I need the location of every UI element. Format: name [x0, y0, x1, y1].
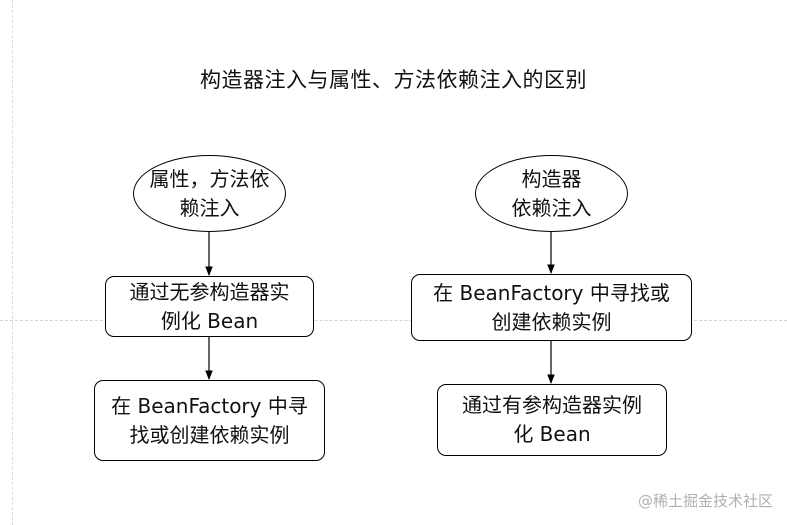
right-start-label: 构造器 依赖注入	[511, 166, 592, 220]
horizontal-guide-line	[0, 320, 787, 321]
watermark: @稀土掘金技术社区	[637, 492, 773, 510]
right-start-node: 构造器 依赖注入	[475, 155, 628, 232]
left-step2-label: 在 BeanFactory 中寻 找或创建依赖实例	[111, 393, 308, 447]
left-step1-node: 通过无参构造器实 例化 Bean	[105, 276, 314, 337]
right-step1-node: 在 BeanFactory 中寻找或 创建依赖实例	[411, 274, 692, 341]
right-step2-node: 通过有参构造器实例 化 Bean	[437, 384, 667, 456]
vertical-guide-line	[12, 0, 13, 525]
left-step2-node: 在 BeanFactory 中寻 找或创建依赖实例	[94, 380, 325, 461]
right-step1-label: 在 BeanFactory 中寻找或 创建依赖实例	[433, 280, 670, 334]
left-step1-label: 通过无参构造器实 例化 Bean	[129, 279, 290, 333]
left-start-label: 属性，方法依 赖注入	[149, 166, 270, 220]
diagram-title: 构造器注入与属性、方法依赖注入的区别	[200, 68, 587, 92]
left-start-node: 属性，方法依 赖注入	[133, 155, 286, 232]
right-step2-label: 通过有参构造器实例 化 Bean	[462, 393, 642, 446]
